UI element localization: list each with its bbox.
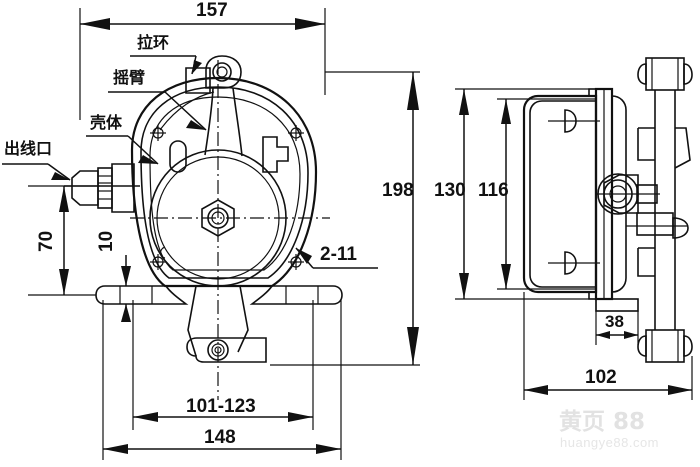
lever-top-lug-left — [637, 63, 647, 85]
center-bolt-inner — [211, 211, 225, 225]
side-bottom-strip — [595, 298, 639, 312]
leader-rocker-arm — [108, 91, 207, 131]
side-view — [455, 57, 693, 400]
leader-pull-ring — [130, 55, 202, 75]
dial-inner-circle — [156, 156, 280, 280]
foot-right — [249, 285, 343, 305]
screw-mark-br — [288, 254, 304, 270]
dim-116 — [497, 98, 596, 290]
dim-148 — [102, 300, 342, 460]
leader-housing — [86, 135, 159, 165]
shaft-clamp-lug — [672, 217, 689, 239]
dimtext-38: 38 — [605, 312, 624, 331]
dim-102 — [523, 292, 693, 400]
foot-left — [95, 285, 189, 305]
dimtext-10: 10 — [96, 231, 117, 252]
dimtext-116: 116 — [478, 180, 509, 201]
dimtext-148: 148 — [204, 427, 236, 448]
label-pull-ring: 拉环 — [137, 33, 169, 52]
side-body-inner — [529, 100, 597, 288]
cross-feature — [262, 136, 289, 173]
dim-157 — [79, 8, 326, 120]
side-cable-gland — [596, 173, 660, 215]
lever-top-lug-right — [683, 63, 693, 85]
pull-ring-hole-inner — [216, 66, 228, 78]
callout-2-11 — [295, 247, 378, 269]
rocker-arm-sides — [204, 87, 243, 157]
small-lug — [159, 246, 166, 259]
housing-inner-outline — [140, 86, 309, 279]
dial-outer-circle — [149, 149, 287, 287]
pull-ring-hole-outer — [212, 62, 232, 82]
shaft-bracket-lower — [637, 247, 655, 277]
dimtext-198: 198 — [382, 180, 414, 201]
lever-bottom-lug-left — [637, 335, 647, 357]
dim-10 — [121, 255, 131, 322]
shaft-bracket-upper-right — [674, 127, 691, 169]
label-leaders — [2, 55, 207, 181]
side-lever-assembly — [626, 57, 693, 363]
tail-hole-inner — [214, 346, 222, 354]
label-wire-outlet: 出线口 — [4, 139, 52, 158]
center-hex-nut — [201, 199, 235, 237]
pull-ring-boss — [205, 55, 242, 89]
bracket-tail-sides — [187, 285, 249, 357]
housing-rib — [149, 96, 301, 271]
label-rocker-arm: 摇臂 — [113, 68, 145, 87]
side-cover-outline — [611, 95, 627, 293]
text-layer: 拉环 摇臂 壳体 出线口 157 70 10 2-11 198 101-123 … — [4, 0, 659, 450]
watermark-brand: 黄页 88 — [559, 409, 645, 435]
center-bolt-outer — [207, 207, 229, 229]
screw-mark-tl — [150, 125, 166, 141]
rocker-arm-curve-left — [159, 91, 215, 131]
tail-hole-outer — [207, 339, 229, 361]
dimtext-130: 130 — [434, 180, 466, 201]
lever-shaft — [654, 90, 676, 330]
dim-198 — [270, 71, 420, 366]
screw-mark-tr — [288, 125, 304, 141]
dim-38 — [595, 299, 639, 345]
label-housing: 壳体 — [89, 113, 123, 132]
side-boss-top — [548, 109, 600, 133]
oval-slot — [169, 140, 187, 173]
screw-mark-bl — [150, 254, 166, 270]
dimtext-2-11: 2-11 — [320, 244, 357, 265]
leader-wire-outlet — [2, 163, 71, 181]
mounting-feet — [95, 285, 343, 305]
dimtext-157: 157 — [196, 0, 228, 21]
dimtext-102: 102 — [585, 367, 617, 388]
bracket-tail-boss — [186, 337, 267, 363]
dimtext-101-123: 101-123 — [186, 396, 256, 417]
cable-gland — [64, 163, 140, 213]
watermark-domain: huangye88.com — [560, 435, 659, 450]
shaft-clamp-upper — [636, 184, 658, 204]
lever-bottom-lug-right — [683, 335, 693, 357]
front-view — [2, 8, 420, 460]
dim-130 — [455, 88, 596, 300]
dim-101-123 — [132, 300, 314, 430]
housing-outline — [130, 76, 318, 288]
screw-marks — [150, 125, 304, 270]
dim-70 — [28, 185, 100, 296]
dimtext-70: 70 — [36, 231, 57, 252]
side-boss-bottom — [548, 251, 600, 275]
tail-hole-mid — [211, 343, 225, 357]
shaft-bracket-upper — [637, 127, 655, 161]
